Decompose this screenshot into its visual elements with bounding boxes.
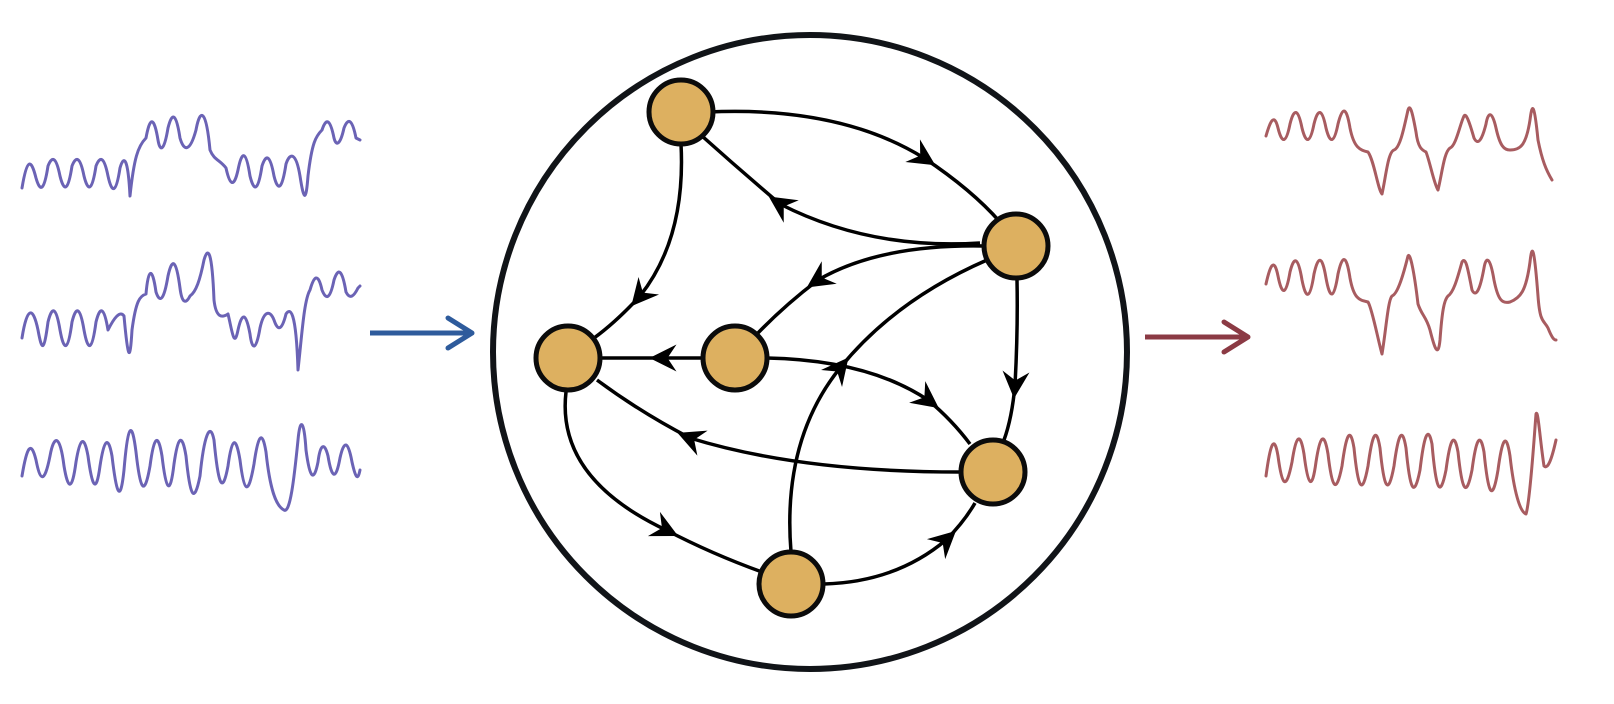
circle-outline-icon <box>490 32 1130 672</box>
edge-c-to-f <box>563 391 763 574</box>
edge-f-to-b <box>788 258 988 553</box>
input-signal-3 <box>20 423 362 512</box>
output-signal-3 <box>1264 411 1558 516</box>
edge-d-to-e <box>766 356 972 446</box>
edge-b-to-e <box>1002 279 1030 441</box>
nodes <box>533 77 1051 619</box>
output-signals <box>1264 106 1558 516</box>
edge-a-to-b <box>707 109 1002 224</box>
edge-f-to-e <box>823 502 977 586</box>
output-signal-1 <box>1264 106 1554 196</box>
edge-b-to-a <box>700 134 981 246</box>
node <box>646 77 716 147</box>
edge-b-to-d <box>756 244 985 335</box>
edge-a-to-c <box>592 143 684 340</box>
input-arrow <box>370 315 475 351</box>
input-signal-1 <box>20 113 362 198</box>
edge-e-to-c <box>595 378 961 474</box>
network <box>490 32 1130 672</box>
node <box>958 437 1028 507</box>
node <box>533 323 603 393</box>
node <box>756 549 826 619</box>
node <box>700 323 770 393</box>
input-signal-2 <box>20 251 362 372</box>
node <box>981 211 1051 281</box>
output-signal-2 <box>1264 249 1558 356</box>
edges <box>563 109 1030 586</box>
output-arrow <box>1145 319 1251 355</box>
input-signals <box>20 113 362 512</box>
